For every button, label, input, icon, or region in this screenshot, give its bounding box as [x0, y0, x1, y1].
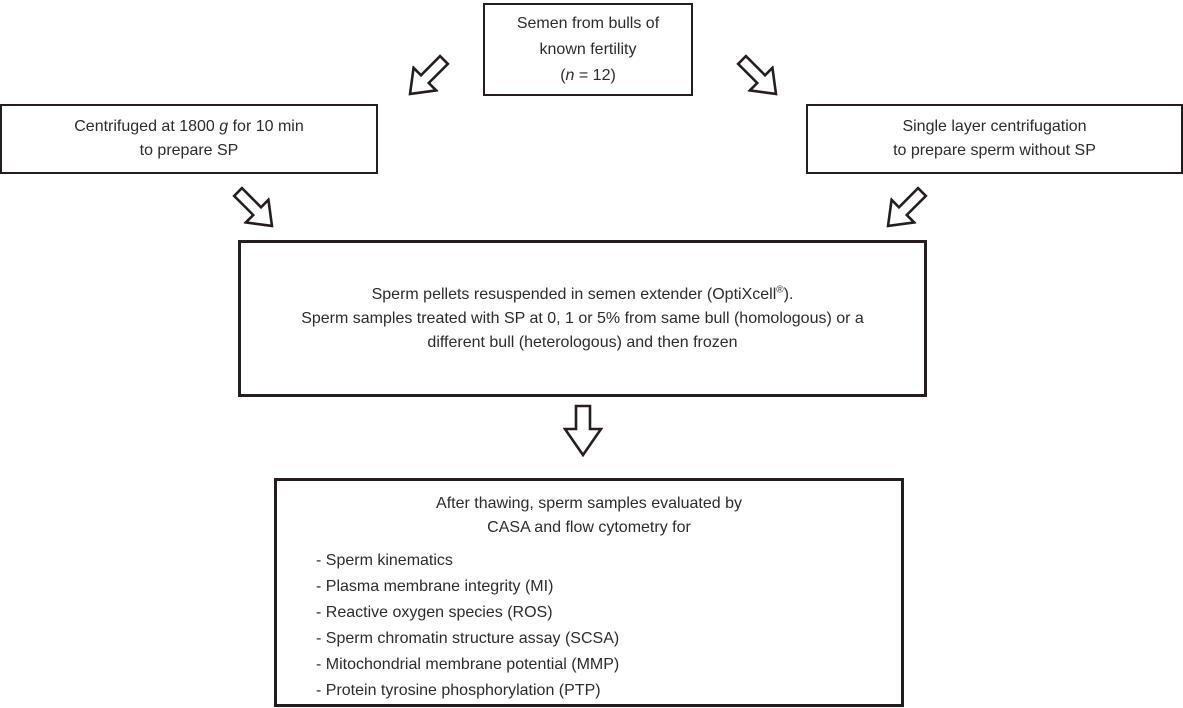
- node-resuspension-treatment: Sperm pellets resuspended in semen exten…: [238, 240, 927, 397]
- node-text-line: known fertility: [539, 40, 637, 58]
- block-arrow-down-right-icon: [224, 178, 286, 240]
- node-text-line: to prepare SP: [139, 142, 239, 159]
- list-item: - Mitochondrial membrane potential (MMP): [316, 656, 620, 673]
- list-item: - Plasma membrane integrity (MI): [316, 578, 554, 595]
- registered-trademark-symbol: ®: [776, 284, 784, 296]
- list-item: - Protein tyrosine phosphorylation (PTP): [316, 682, 601, 699]
- node-text-line: Sperm pellets resuspended in semen exten…: [371, 284, 794, 303]
- italic-g: g: [219, 118, 229, 135]
- node-text-line: Sperm samples treated with SP at 0, 1 or…: [301, 309, 864, 327]
- node-text-line: different bull (heterologous) and then f…: [427, 333, 738, 351]
- node-semen-source: Semen from bulls of known fertility (n =…: [483, 3, 693, 96]
- block-arrow-down-icon: [563, 404, 603, 457]
- list-item: - Sperm kinematics: [316, 552, 453, 569]
- node-text-line: Centrifuged at 1800 g for 10 min: [74, 118, 304, 135]
- node-text-line: to prepare sperm without SP: [893, 142, 1096, 159]
- node-text-line: Single layer centrifugation: [902, 118, 1087, 135]
- block-arrow-down-left-icon: [396, 46, 458, 108]
- evaluation-list: - Sperm kinematics - Plasma membrane int…: [277, 548, 619, 704]
- node-single-layer-centrifugation: Single layer centrifugation to prepare s…: [806, 104, 1183, 174]
- node-centrifuged-sp: Centrifuged at 1800 g for 10 min to prep…: [0, 104, 378, 174]
- block-arrow-down-left-icon: [874, 178, 936, 240]
- node-heading-line: After thawing, sperm samples evaluated b…: [436, 495, 742, 512]
- italic-n: n: [565, 66, 575, 84]
- block-arrow-down-right-icon: [728, 46, 790, 108]
- list-item: - Reactive oxygen species (ROS): [316, 604, 553, 621]
- node-post-thaw-evaluation: After thawing, sperm samples evaluated b…: [274, 478, 904, 707]
- list-item: - Sperm chromatin structure assay (SCSA): [316, 630, 620, 647]
- node-text-line: (n = 12): [560, 66, 616, 84]
- node-text-line: Semen from bulls of: [516, 14, 660, 32]
- node-heading-line: CASA and flow cytometry for: [487, 519, 691, 536]
